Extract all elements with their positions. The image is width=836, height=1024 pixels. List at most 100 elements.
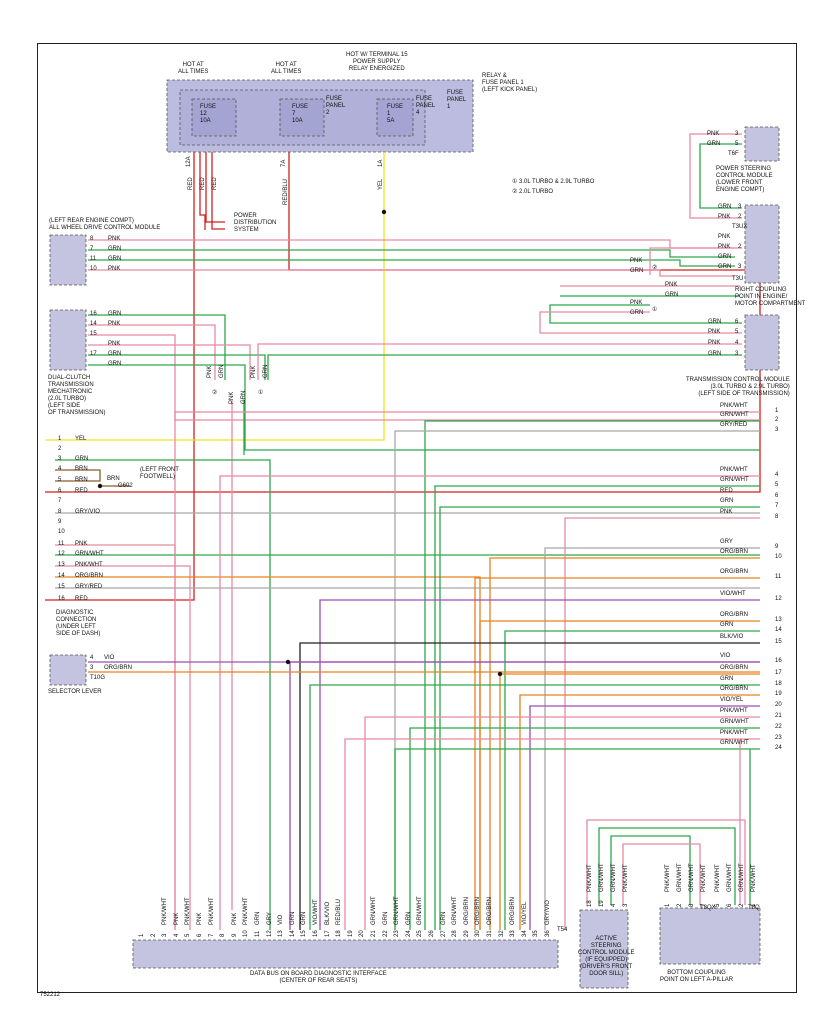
gw-pin-2: 2	[150, 933, 157, 937]
dct-wire-3: PNK	[108, 341, 121, 347]
gw-pin-13: 13	[278, 930, 285, 937]
rcp-link-pnk	[649, 247, 742, 275]
fuse-12-box	[191, 98, 237, 137]
sr-num-2: ②	[652, 265, 658, 271]
gw-wire-21: GRN/WHT	[371, 896, 377, 925]
sr-a-pnk: PNK	[630, 258, 643, 264]
psc-wire-grn: GRN	[707, 141, 721, 147]
legend-2: ② 2.0L TURBO	[512, 189, 554, 195]
diag-wire-5: BRN	[75, 477, 88, 483]
asc-wire-2: GRN/WHT	[611, 863, 617, 892]
splice-grn-1: GRN	[219, 364, 225, 378]
right-pin-15: 15	[775, 639, 782, 645]
right-list-wire-10	[489, 557, 760, 930]
sel-wire-vio: VIO	[104, 655, 115, 661]
right-wire-7: GRN	[720, 498, 734, 504]
right-wire-9: GRY	[720, 539, 733, 545]
gateway-title: DATA BUS ON BOARD DIAGNOSTIC INTERFACE(C…	[250, 971, 387, 984]
data-bus-gateway	[132, 939, 559, 969]
power-steering-module	[744, 126, 780, 162]
gw-wire-13: VIO	[278, 914, 285, 925]
vio-splice	[285, 659, 291, 665]
asc-pnkwht-3	[622, 843, 701, 905]
right-list-wire-5	[434, 485, 760, 930]
psc-grn	[699, 143, 742, 209]
sel-wire-orgbrn: ORG/BRN	[104, 665, 133, 671]
gw-pin-19: 19	[347, 930, 354, 937]
rcp-pin-3: 2	[738, 244, 742, 250]
right-list-wire-21	[364, 716, 760, 930]
diag-pin-9: 9	[58, 519, 62, 525]
awd-pin-1: 7	[90, 246, 94, 252]
diag-pin-16: 16	[58, 596, 65, 602]
gw-wire-27: GRN	[440, 911, 447, 925]
diag-pin-15: 15	[58, 584, 65, 590]
right-list-wire-7	[439, 506, 760, 930]
dct-grn-17	[88, 354, 266, 380]
right-list-wire-8	[564, 517, 760, 930]
gw-pin-7: 7	[208, 933, 215, 937]
bcp-pin-3: 7	[701, 903, 707, 907]
transmission-control-module	[744, 314, 780, 371]
rcp-wire-3: PNK	[718, 244, 731, 250]
gw-pin-4: 4	[173, 933, 180, 937]
right-pin-16: 16	[775, 658, 782, 664]
bcp-wire-4: PNK/WHT	[715, 864, 721, 892]
right-wire-23: PNK/WHT	[720, 730, 748, 736]
diag-pin-8: 8	[58, 509, 62, 515]
right-pin-9: 9	[775, 544, 779, 550]
awd-wire-3: PNK	[108, 266, 121, 272]
gw-pin-30: 30	[475, 930, 482, 937]
right-wire-21: PNK/WHT	[720, 708, 748, 714]
diag-wire-15: GRY/RED	[75, 584, 103, 590]
tcm-pin-0: 6	[735, 319, 739, 325]
diag-wire-16: RED	[75, 596, 88, 602]
gw-wire-14: GRN	[289, 911, 296, 925]
right-list-wire-9	[544, 547, 760, 930]
diag-grn-3	[55, 459, 271, 930]
right-pin-11: 11	[775, 574, 782, 580]
terminal-1a: 1A	[378, 159, 384, 167]
terminal-12a: 12A	[186, 156, 192, 167]
right-wire-11: ORG/BRN	[720, 569, 749, 575]
right-wire-10: ORG/BRN	[720, 549, 749, 555]
sel-pin-4: 4	[90, 655, 94, 661]
tcm-wire-1: PNK	[708, 329, 721, 335]
red-blu-wire	[45, 152, 761, 493]
bcp-pin-0: 1	[665, 903, 671, 907]
diag-wire-13: PNK/WHT	[75, 562, 103, 568]
right-wire-22: GRN/WHT	[720, 719, 749, 725]
diag-pin-2: 2	[58, 446, 62, 452]
diag-orgbrn-14	[55, 576, 481, 930]
gw-wire-16: VIO/WHT	[313, 899, 319, 925]
right-list-wire-13	[479, 620, 760, 930]
awd-title: (LEFT REAR ENGINE COMPT)ALL WHEEL DRIVE …	[49, 218, 161, 231]
gw-wire-10: PNK/WHT	[243, 897, 250, 925]
right-pin-4: 4	[775, 472, 779, 478]
asc-pin-3: 3	[623, 903, 629, 907]
gw-wire-36: GRY/VIO	[545, 900, 551, 925]
bcp-wire-6: GRN/WHT	[739, 863, 745, 892]
gw-wire-9: PNK	[231, 912, 238, 925]
right-pin-12: 12	[775, 596, 782, 602]
gateway-conn: T54	[557, 927, 568, 933]
gw-pin-29: 29	[463, 930, 470, 937]
ground-brn-label: BRN	[107, 476, 120, 482]
wire-label-yel: YEL	[378, 178, 384, 190]
orgbrn-splice	[497, 671, 503, 677]
gw-pin-27: 27	[440, 930, 447, 937]
fuse-1-box	[376, 98, 414, 137]
gw-pin-3: 3	[162, 933, 169, 937]
gw-wire-23: GRN/WHT	[394, 896, 401, 925]
psc-conn: T6F	[728, 151, 739, 157]
gw-pin-20: 20	[359, 930, 366, 937]
gw-wire-12: GRY	[266, 912, 273, 925]
diag-pin-13: 13	[58, 562, 65, 568]
